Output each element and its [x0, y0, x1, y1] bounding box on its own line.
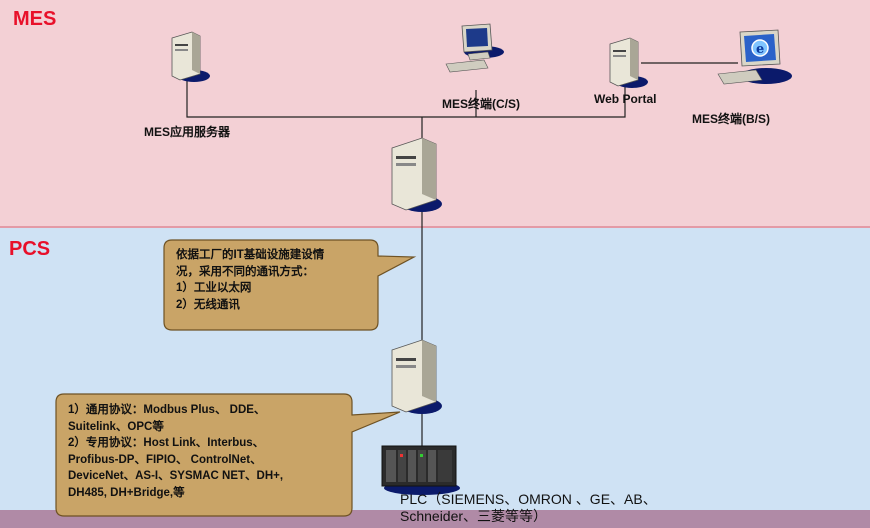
mes-app-server-label: MES应用服务器: [144, 125, 231, 139]
protocols-callout-bubble: [55, 393, 401, 517]
mes-terminal-bs-label: MES终端(B/S): [692, 112, 771, 126]
pcs-layer-title: PCS: [9, 238, 51, 260]
plc-label: PLC（SIEMENS、OMRON 、GE、AB、 Schneider、三菱等等…: [400, 491, 657, 524]
network-callout-text: 依据工厂的IT基础设施建设情 况，采用不同的通讯方式： 1）工业以太网 2）无线…: [176, 249, 325, 311]
web-portal-server-icon: [609, 37, 648, 88]
computer-icon: [445, 23, 504, 73]
ie-computer-icon: e: [717, 29, 792, 85]
mes-terminal-cs-label: MES终端(C/S): [442, 97, 521, 111]
protocols-callout-text: 1）通用协议：Modbus Plus、 DDE、 Suitelink、OPC等 …: [68, 404, 284, 499]
plc-rack-icon: [381, 445, 460, 495]
svg-text:e: e: [756, 42, 764, 57]
central-server-icon: [391, 137, 442, 212]
network-callout-bubble: [163, 239, 417, 331]
mes-bus-line: [186, 76, 626, 118]
pcs-server-icon: [391, 339, 442, 414]
mes-layer-title: MES: [13, 8, 57, 30]
web-portal-label: Web Portal: [594, 92, 657, 106]
server-icon: [171, 31, 210, 82]
